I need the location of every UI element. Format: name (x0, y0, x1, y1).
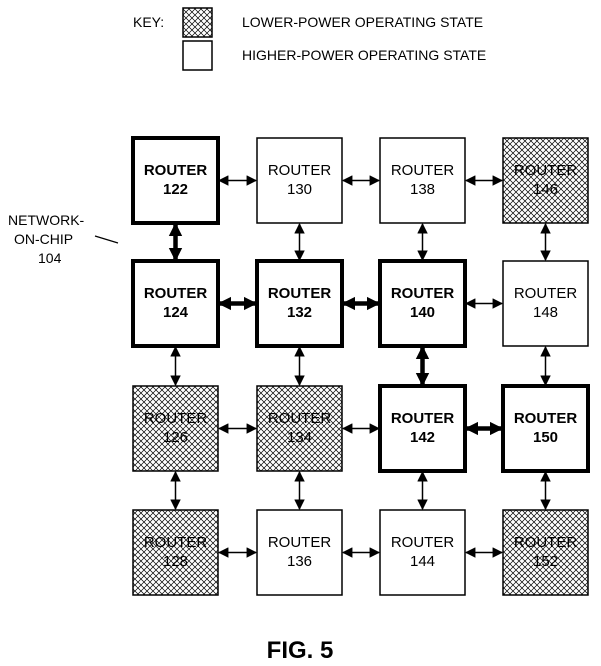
router-138-label: ROUTER (391, 162, 455, 179)
router-144-box (379, 509, 466, 596)
network-label-leader-line (94, 235, 119, 244)
router-130: ROUTER 130 (256, 137, 343, 224)
router-142-label: ROUTER (391, 410, 455, 427)
router-144-label: ROUTER (391, 534, 455, 551)
router-124: ROUTER 124 (131, 259, 220, 348)
router-128-label: ROUTER (144, 534, 208, 551)
router-122-label: ROUTER (144, 162, 208, 179)
router-140-number: 140 (410, 304, 435, 321)
network-label-line3: 104 (38, 250, 62, 266)
router-136: ROUTER 136 (256, 509, 343, 596)
router-126-label: ROUTER (144, 410, 208, 427)
router-144-number: 144 (410, 553, 435, 570)
router-142-number: 142 (410, 429, 435, 446)
router-132-number: 132 (287, 304, 312, 321)
router-152: ROUTER 152 (502, 509, 589, 596)
router-140: ROUTER 140 (378, 259, 467, 348)
router-142-box (378, 384, 467, 473)
router-148-number: 148 (533, 304, 558, 321)
router-138: ROUTER 138 (379, 137, 466, 224)
router-146-box (502, 137, 589, 224)
router-122-box (131, 136, 220, 225)
router-136-number: 136 (287, 553, 312, 570)
router-128-box (132, 509, 219, 596)
key-higher-power-swatch (182, 40, 213, 71)
router-132-label: ROUTER (268, 285, 332, 302)
router-150: ROUTER 150 (501, 384, 590, 473)
router-144: ROUTER 144 (379, 509, 466, 596)
router-126-box (132, 385, 219, 472)
router-122: ROUTER 122 (131, 136, 220, 225)
network-on-chip-label: NETWORK- ON-CHIP 104 (8, 212, 119, 266)
key-lower-power-swatch (182, 7, 213, 38)
key-label: KEY: (133, 14, 164, 30)
router-126-number: 126 (163, 429, 188, 446)
network-label-line2: ON-CHIP (14, 231, 73, 247)
router-134-label: ROUTER (268, 410, 332, 427)
router-148-label: ROUTER (514, 285, 578, 302)
router-130-box (256, 137, 343, 224)
router-links (168, 175, 551, 558)
router-148: ROUTER 148 (502, 260, 589, 347)
router-130-label: ROUTER (268, 162, 332, 179)
router-142: ROUTER 142 (378, 384, 467, 473)
router-124-box (131, 259, 220, 348)
key-lower-power-label: LOWER-POWER OPERATING STATE (242, 14, 483, 30)
router-132-box (255, 259, 344, 348)
router-150-box (501, 384, 590, 473)
figure-caption: FIG. 5 (267, 637, 334, 664)
router-136-label: ROUTER (268, 534, 332, 551)
router-152-box (502, 509, 589, 596)
router-150-label: ROUTER (514, 410, 578, 427)
router-146-label: ROUTER (514, 162, 578, 179)
router-134: ROUTER 134 (256, 385, 343, 472)
router-124-label: ROUTER (144, 285, 208, 302)
router-140-box (378, 259, 467, 348)
router-136-box (256, 509, 343, 596)
router-124-number: 124 (163, 304, 189, 321)
router-146-number: 146 (533, 181, 558, 198)
router-132: ROUTER 132 (255, 259, 344, 348)
router-140-label: ROUTER (391, 285, 455, 302)
router-150-number: 150 (533, 429, 558, 446)
router-152-label: ROUTER (514, 534, 578, 551)
router-126: ROUTER 126 (132, 385, 219, 472)
router-130-number: 130 (287, 181, 312, 198)
key-higher-power-label: HIGHER-POWER OPERATING STATE (242, 47, 486, 63)
router-122-number: 122 (163, 181, 188, 198)
router-146: ROUTER 146 (502, 137, 589, 224)
router-138-box (379, 137, 466, 224)
network-label-line1: NETWORK- (8, 212, 85, 228)
router-134-number: 134 (287, 429, 312, 446)
router-128-number: 128 (163, 553, 188, 570)
router-152-number: 152 (533, 553, 558, 570)
router-138-number: 138 (410, 181, 435, 198)
router-grid: ROUTER122ROUTER130ROUTER138ROUTER146ROUT… (131, 136, 590, 596)
router-148-box (502, 260, 589, 347)
router-134-box (256, 385, 343, 472)
router-128: ROUTER 128 (132, 509, 219, 596)
